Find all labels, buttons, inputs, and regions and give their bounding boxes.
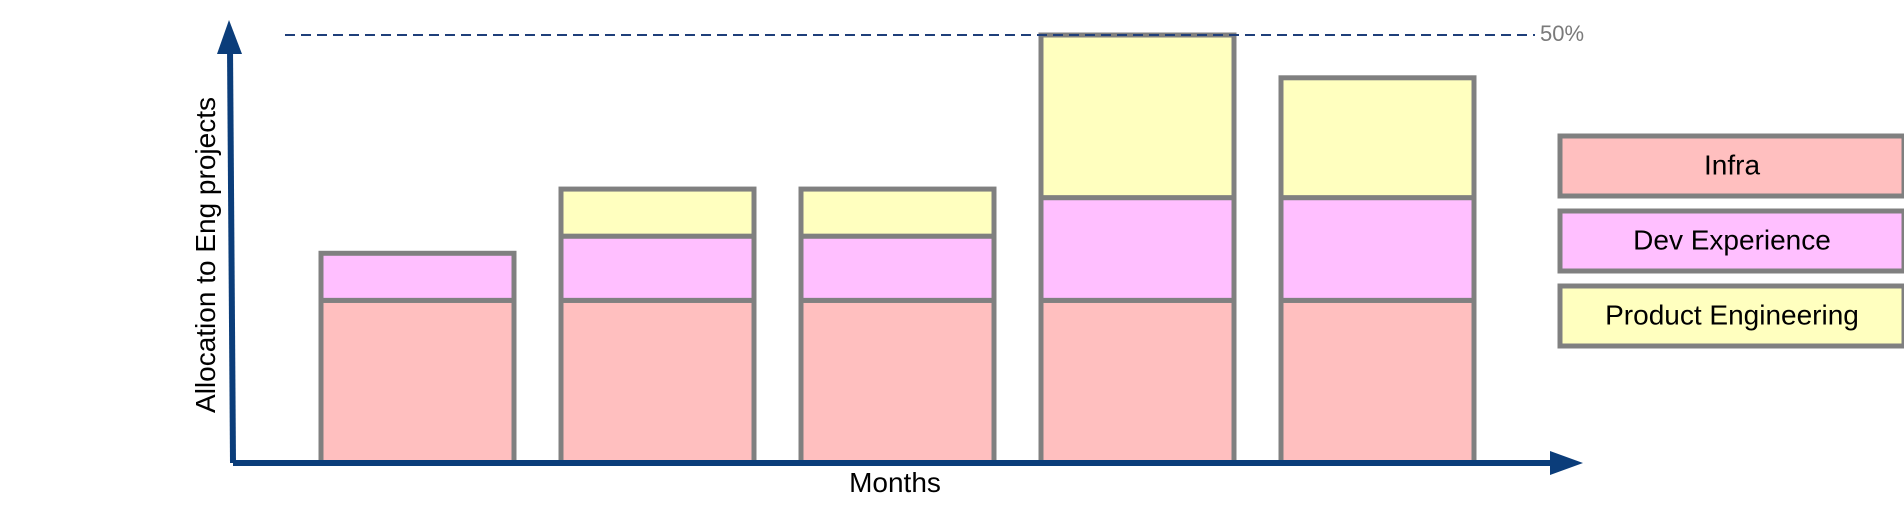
bar-segment-3-product-engineering	[798, 186, 997, 239]
x-axis-label: Months	[849, 467, 941, 498]
bar-segment-3-dev-experience	[798, 233, 997, 303]
legend-label-dev-experience: Dev Experience	[1633, 224, 1831, 255]
bar-segment-1-infra	[318, 297, 517, 466]
bar-segment-1-dev-experience	[318, 250, 517, 303]
y-axis-label: Allocation to Eng projects	[190, 97, 221, 413]
legend-label-product-engineering: Product Engineering	[1605, 299, 1859, 330]
bar-segment-5-product-engineering	[1278, 75, 1477, 201]
bar-segment-4-product-engineering	[1038, 32, 1237, 201]
legend-swatch-dev-experience	[1557, 208, 1904, 274]
bar-segment-5-infra	[1278, 297, 1477, 466]
bar-segment-2-dev-experience	[558, 233, 757, 303]
bar-segment-3-infra	[798, 297, 997, 466]
bar-segment-4-dev-experience	[1038, 195, 1237, 303]
axes	[217, 20, 1583, 475]
legend-swatch-product-engineering	[1557, 283, 1904, 349]
x-axis-arrowhead	[1550, 451, 1583, 475]
bar-segment-2-infra	[558, 297, 757, 466]
y-axis	[227, 47, 236, 464]
reference-line-label: 50%	[1540, 21, 1584, 46]
bar-segment-5-dev-experience	[1278, 195, 1477, 303]
legend-swatch-infra	[1557, 133, 1904, 199]
legend-label-infra: Infra	[1704, 149, 1760, 180]
y-axis-arrowhead	[217, 20, 242, 54]
bar-segment-4-infra	[1038, 297, 1237, 466]
bars-group	[318, 32, 1477, 466]
bar-segment-2-product-engineering	[558, 186, 757, 239]
